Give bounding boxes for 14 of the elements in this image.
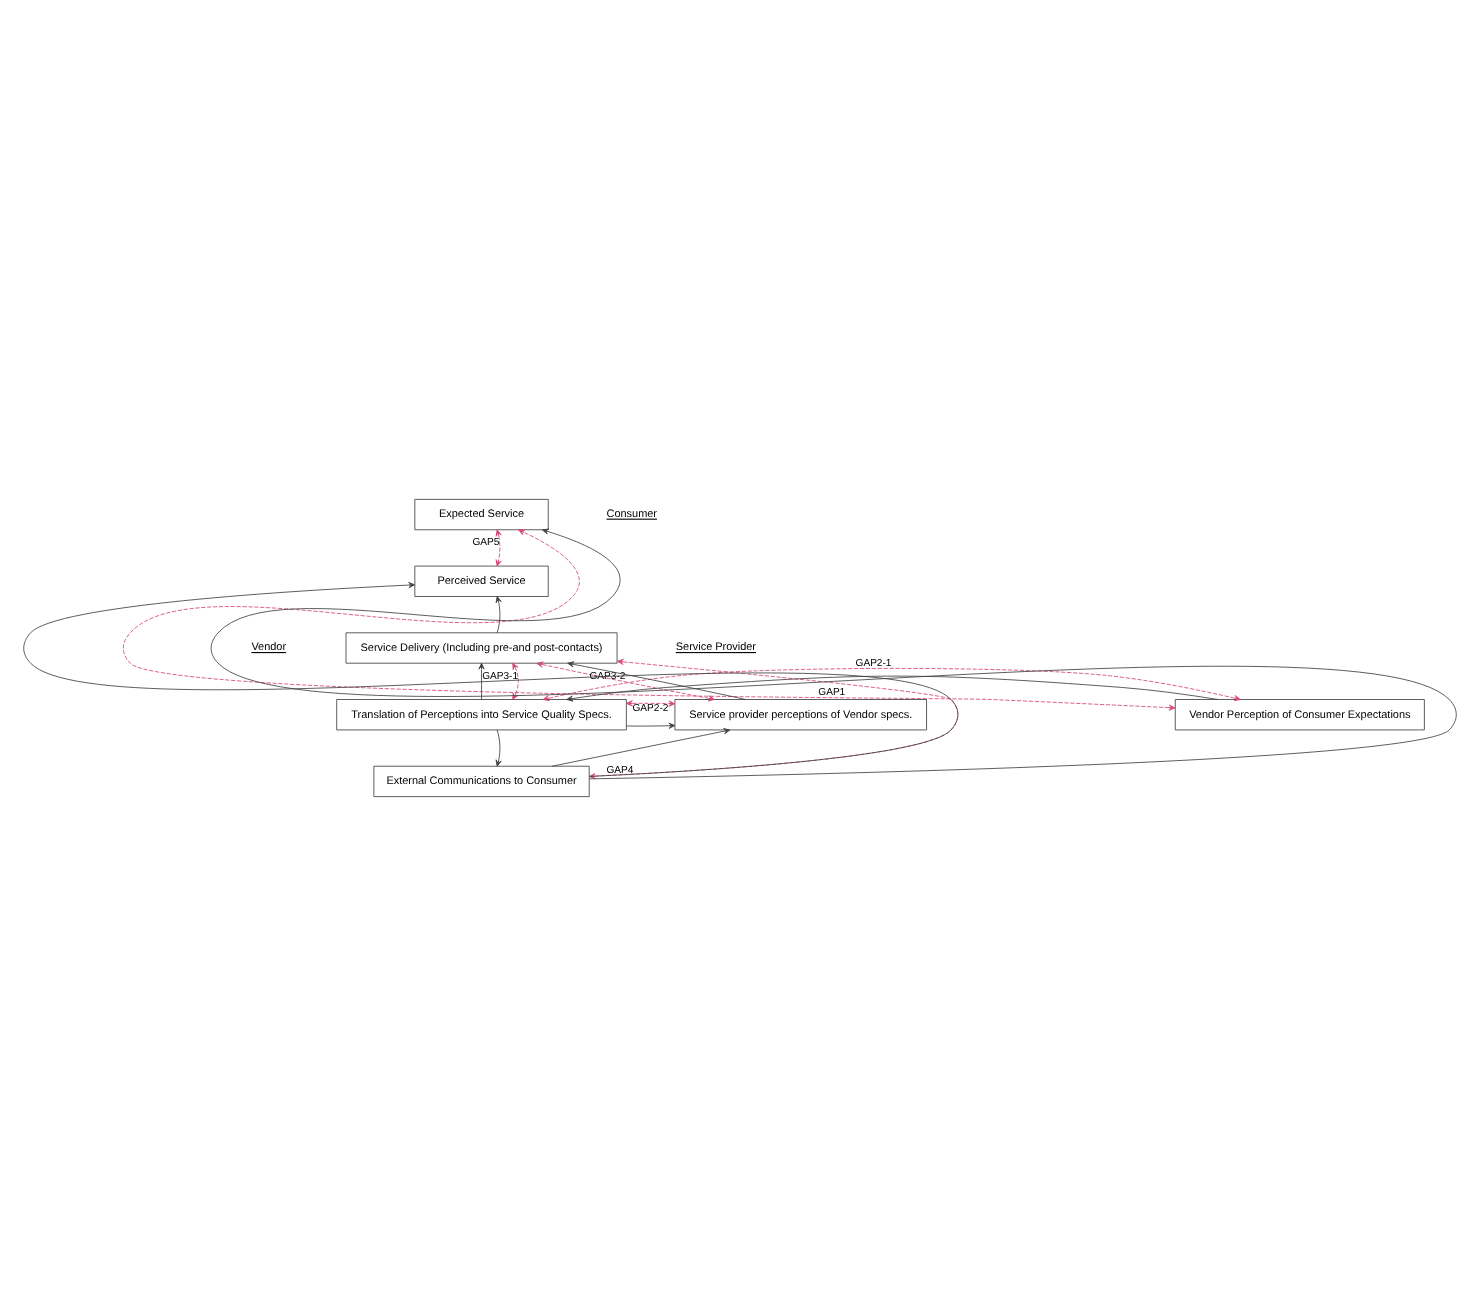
arrow [23, 581, 959, 776]
arrow [551, 727, 731, 766]
arrow [542, 667, 1241, 701]
arrow [566, 674, 1219, 701]
arrow [495, 528, 502, 566]
arrow [495, 728, 502, 766]
arrow [626, 721, 676, 728]
arrow [512, 661, 519, 699]
arrow [626, 699, 676, 706]
arrow [122, 528, 1176, 710]
arrow [478, 661, 485, 699]
arrow [495, 595, 502, 633]
arrow [536, 660, 715, 701]
arrow [567, 660, 746, 699]
